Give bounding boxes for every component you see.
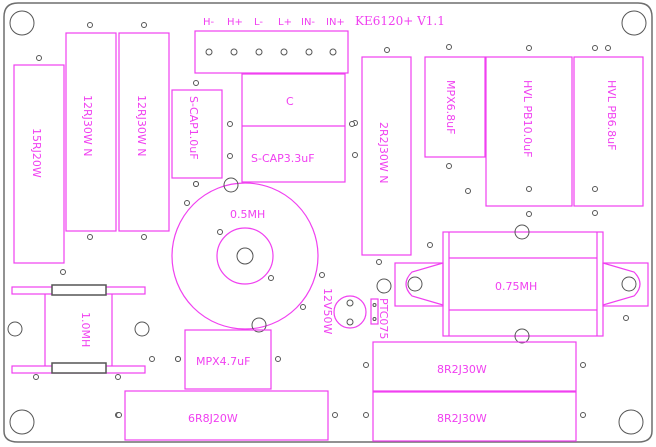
terminal-label: L+ <box>278 17 292 28</box>
terminal-label: H+ <box>227 17 243 28</box>
capacitor-hvl-10uf <box>485 56 573 207</box>
capacitor-mpx-4uf <box>184 329 272 390</box>
mounting-hole-bottom-left <box>9 409 35 435</box>
resistor-2r2-label: 2R2J30W N <box>377 122 390 183</box>
lamp-12v50w <box>333 295 367 329</box>
inductor-075mh-label: 0.75MH <box>495 280 537 293</box>
capacitor-mpx-6uf-label: MPX6.8uF <box>444 80 457 134</box>
resistor-15r-label: 15RJ20W <box>30 128 43 178</box>
inductor-10mh-label: 1.0MH <box>79 312 92 347</box>
board-outline <box>3 2 653 443</box>
resistor-8r2-b <box>372 391 577 442</box>
capacitor-scap-1uf <box>171 89 223 179</box>
terminal-pins <box>205 48 337 56</box>
board-title: KE6120+ V1.1 <box>355 14 445 28</box>
capacitor-mpx-4uf-label: MPX4.7uF <box>196 355 250 368</box>
capacitor-scap-1uf-label: S-CAP1.0uF <box>187 96 200 160</box>
resistor-8r2-a <box>372 341 577 392</box>
mounting-hole-top-right <box>621 10 647 36</box>
ptc-fuse <box>370 298 379 325</box>
resistor-6r8 <box>124 390 329 441</box>
resistor-8r2-a-label: 8R2J30W <box>437 363 487 376</box>
resistor-12r-b <box>118 32 170 232</box>
resistor-15r <box>13 64 65 264</box>
resistor-8r2-b-label: 8R2J30W <box>437 412 487 425</box>
terminal-label: IN- <box>301 17 315 28</box>
capacitor-hvl-6uf-label: HVL PB6.8uF <box>605 80 618 150</box>
terminal-block <box>194 30 349 74</box>
terminal-label: L- <box>254 17 263 28</box>
resistor-12r-b-label: 12RJ30W N <box>135 95 148 156</box>
capacitor-hvl-6uf <box>573 56 644 207</box>
capacitor-c-label: C <box>286 95 294 108</box>
capacitor-mpx-6uf <box>424 56 486 158</box>
mounting-hole-top-left <box>9 10 35 36</box>
lamp-12v50w-label: 12V50W <box>321 288 334 335</box>
inductor-05mh-label: 0.5MH <box>230 208 265 221</box>
capacitor-hvl-10uf-label: HVL PB10.0uF <box>521 80 534 157</box>
capacitor-scap-3uf-block <box>241 73 346 183</box>
inductor-075mh <box>394 224 649 344</box>
mounting-hole-bottom-right <box>618 409 644 435</box>
inductor-toroid-05mh <box>171 182 319 330</box>
terminal-label: H- <box>203 17 215 28</box>
resistor-2r2 <box>361 56 412 256</box>
terminal-labels: H- H+ L- L+ IN- IN+ <box>203 17 345 28</box>
terminal-label: IN+ <box>326 17 345 28</box>
resistor-12r-a-label: 12RJ30W N <box>81 95 94 156</box>
capacitor-scap-3uf-label: S-CAP3.3uF <box>251 152 315 165</box>
resistor-12r-a <box>65 32 117 232</box>
ptc-label: PTC075 <box>377 298 390 339</box>
inductor-10mh <box>7 284 150 374</box>
resistor-6r8-label: 6R8J20W <box>188 412 238 425</box>
